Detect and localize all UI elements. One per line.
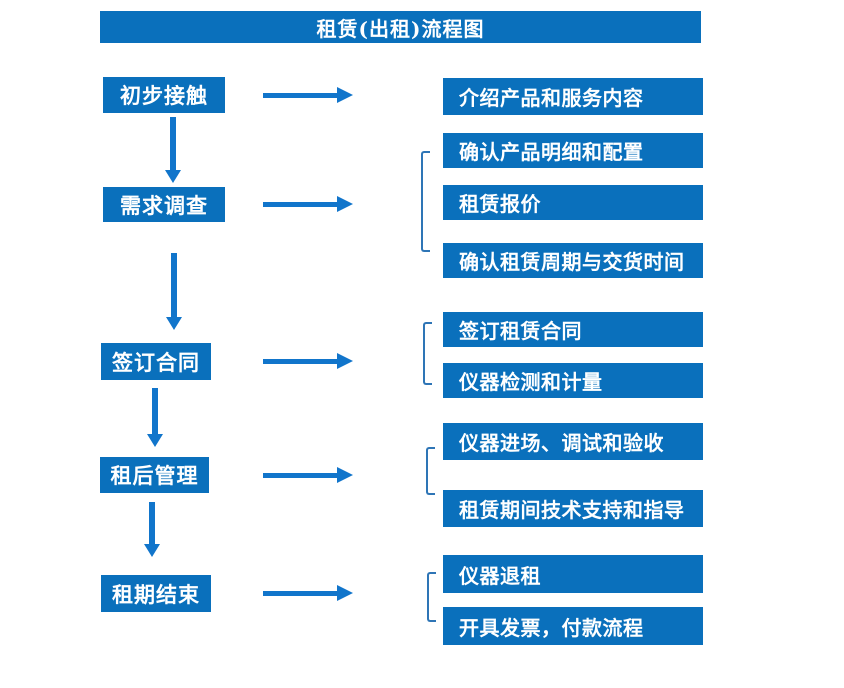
arrow-shaft	[263, 92, 337, 98]
arrow-shaft	[149, 502, 155, 544]
arrow-head	[337, 585, 353, 601]
arrow-shaft	[152, 388, 158, 434]
detail-box-sign-rental-contract: 签订租赁合同	[443, 312, 703, 347]
arrow-head	[337, 353, 353, 369]
arrow-head	[165, 170, 181, 183]
arrow-shaft	[263, 590, 337, 596]
detail-box-instrument-setup-acceptance: 仪器进场、调试和验收	[443, 423, 703, 460]
stage-box-rental-end: 租期结束	[101, 575, 211, 612]
arrow-right-icon	[263, 353, 353, 369]
detail-box-invoice-payment: 开具发票，付款流程	[443, 607, 703, 645]
stage-box-sign-contract: 签订合同	[101, 343, 211, 380]
arrow-head	[337, 467, 353, 483]
group-bracket	[426, 447, 435, 495]
group-bracket	[421, 151, 430, 252]
arrow-right-icon	[263, 196, 353, 212]
arrow-head	[144, 544, 160, 557]
arrow-right-icon	[263, 87, 353, 103]
arrow-head	[166, 317, 182, 330]
detail-box-confirm-period-delivery: 确认租赁周期与交货时间	[443, 243, 703, 278]
group-bracket	[423, 322, 432, 385]
arrow-shaft	[263, 472, 337, 478]
stage-box-demand-survey: 需求调查	[103, 187, 225, 222]
arrow-head	[147, 434, 163, 447]
arrow-down-icon	[144, 502, 160, 557]
detail-box-confirm-product-config: 确认产品明细和配置	[443, 133, 703, 168]
arrow-down-icon	[147, 388, 163, 447]
detail-box-rental-quote: 租赁报价	[443, 185, 703, 220]
flowchart-title: 租赁(出租)流程图	[100, 11, 701, 43]
detail-box-introduce-products: 介绍产品和服务内容	[443, 78, 703, 115]
arrow-down-icon	[166, 253, 182, 330]
stage-box-post-rental-management: 租后管理	[100, 457, 209, 493]
arrow-down-icon	[165, 117, 181, 183]
arrow-shaft	[263, 201, 337, 207]
arrow-head	[337, 196, 353, 212]
detail-box-instrument-testing: 仪器检测和计量	[443, 363, 703, 398]
arrow-shaft	[170, 117, 176, 170]
detail-box-instrument-return: 仪器退租	[443, 555, 703, 593]
arrow-shaft	[171, 253, 177, 317]
detail-box-tech-support: 租赁期间技术支持和指导	[443, 490, 703, 527]
arrow-head	[337, 87, 353, 103]
arrow-right-icon	[263, 585, 353, 601]
group-bracket	[427, 572, 436, 622]
arrow-shaft	[263, 358, 337, 364]
arrow-right-icon	[263, 467, 353, 483]
stage-box-initial-contact: 初步接触	[103, 77, 225, 113]
